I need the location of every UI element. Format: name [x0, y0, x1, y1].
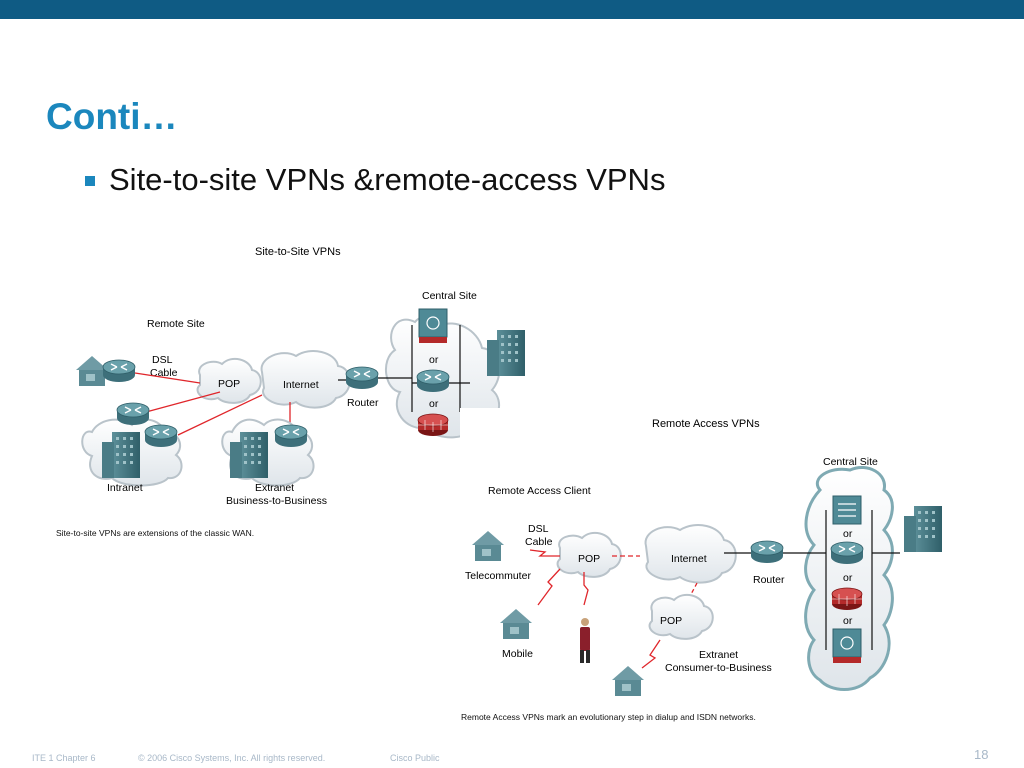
b2b-label: Business-to-Business	[226, 495, 327, 507]
extranet-label: Extranet	[255, 482, 294, 494]
ra-central-site-label: Central Site	[823, 456, 878, 468]
s2s-or-1: or	[429, 354, 439, 366]
ra-or-3: or	[843, 615, 853, 627]
ra-cable-label: Cable	[525, 536, 553, 548]
remote-router-icon	[102, 359, 136, 383]
ra-or-1: or	[843, 528, 853, 540]
bullet-text: Site-to-site VPNs &remote-access VPNs	[109, 162, 666, 197]
slide-title: Conti…	[46, 96, 178, 137]
ra-central-router-icon	[830, 541, 864, 565]
ra-central-site-cloud	[804, 466, 894, 691]
intranet-router-1-icon	[116, 402, 150, 426]
s2s-central-site-label: Central Site	[422, 290, 477, 302]
ra-concentrator-icon	[832, 628, 862, 664]
s2s-router-link	[338, 377, 412, 381]
s2s-pop-label: POP	[218, 378, 240, 390]
ra-central-links	[825, 510, 900, 650]
s2s-pop-cloud	[196, 357, 262, 404]
mobile-label: Mobile	[502, 648, 533, 660]
ra-pop-label: POP	[578, 553, 600, 565]
ra-internet-label: Internet	[671, 553, 707, 565]
s2s-title: Site-to-Site VPNs	[255, 246, 341, 258]
top-banner	[0, 0, 1024, 19]
ra-client-label: Remote Access Client	[488, 485, 591, 497]
s2s-internet-label: Internet	[283, 379, 319, 391]
bullet-marker	[85, 176, 95, 186]
ra-extranet-label: Extranet	[699, 649, 738, 661]
ra-caption: Remote Access VPNs mark an evolutionary …	[461, 712, 756, 722]
central-router-icon	[416, 369, 450, 393]
telecommuter-label: Telecommuter	[465, 570, 531, 582]
ra-red-links	[529, 549, 698, 606]
footer-classification: Cisco Public	[390, 753, 440, 763]
vpn-concentrator-icon	[418, 308, 448, 344]
extranet-router-icon	[274, 424, 308, 448]
ra-dsl-label: DSL	[528, 523, 549, 535]
footer-copyright: © 2006 Cisco Systems, Inc. All rights re…	[138, 753, 326, 763]
firewall-icon	[417, 413, 449, 437]
ra-pop-cloud	[556, 531, 622, 578]
c2b-label: Consumer-to-Business	[665, 662, 772, 674]
s2s-remote-site-label: Remote Site	[147, 318, 205, 330]
s2s-router-icon	[345, 366, 379, 390]
ra-pop2-label: POP	[660, 615, 682, 627]
mobile-user-icon	[580, 618, 590, 663]
s2s-or-2: or	[429, 398, 439, 410]
ra-pop2-cloud	[648, 593, 714, 640]
ra-internet-cloud	[644, 524, 737, 584]
ra-firewall-icon	[831, 587, 863, 611]
ra-or-2: or	[843, 572, 853, 584]
ra-router-label: Router	[753, 574, 785, 586]
s2s-router-label: Router	[347, 397, 379, 409]
s2s-caption: Site-to-site VPNs are extensions of the …	[56, 528, 254, 538]
ra-router-icon	[750, 540, 784, 564]
s2s-dsl-label: DSL	[152, 354, 173, 366]
intranet-router-2-icon	[144, 424, 178, 448]
ra-switch-lines	[838, 503, 856, 517]
footer-chapter: ITE 1 Chapter 6	[32, 753, 96, 763]
ra-title: Remote Access VPNs	[652, 418, 760, 430]
intranet-label: Intranet	[107, 482, 143, 494]
ra-pop2-link	[641, 639, 661, 669]
page-number: 18	[974, 747, 989, 762]
